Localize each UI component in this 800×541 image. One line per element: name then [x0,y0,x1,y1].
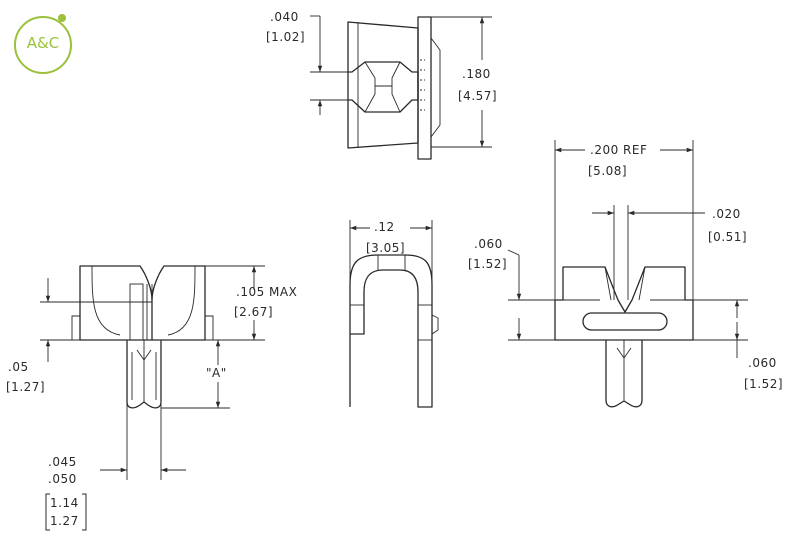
slot-width-in: .020 [712,207,741,221]
leg-length-label: "A" [206,366,227,380]
leg-offset-in: .05 [8,360,29,374]
logo-text: A&C [26,34,60,52]
leg-width-mm-1: 1.14 [50,496,79,510]
bottom-height-mm: [1.52] [744,377,784,391]
front-view [40,265,265,480]
right-height-in: .060 [474,237,503,251]
leg-width-in-2: .050 [48,472,77,486]
body-height-mm: [2.67] [234,305,274,319]
side-width-mm: [3.05] [366,241,406,255]
top-height-mm: [4.57] [458,89,498,103]
overall-width-in: .200 REF [590,143,648,157]
slot-width-mm: [0.51] [708,230,748,244]
overall-width-mm: [5.08] [588,164,628,178]
right-height-mm: [1.52] [468,257,508,271]
top-thickness-mm: [1.02] [266,30,306,44]
logo-circle [14,16,72,74]
logo-dot [58,14,66,22]
leg-width-in-1: .045 [48,455,77,469]
top-height-in: .180 [462,67,491,81]
leg-offset-mm: [1.27] [6,380,46,394]
side-view [349,220,439,408]
bottom-height-in: .060 [748,356,777,370]
body-height-in: .105 MAX [236,285,298,299]
end-view [507,140,748,408]
leg-width-mm-2: 1.27 [50,514,79,528]
top-view [310,15,492,160]
top-thickness-in: .040 [270,10,299,24]
side-width-in: .12 [374,220,395,234]
